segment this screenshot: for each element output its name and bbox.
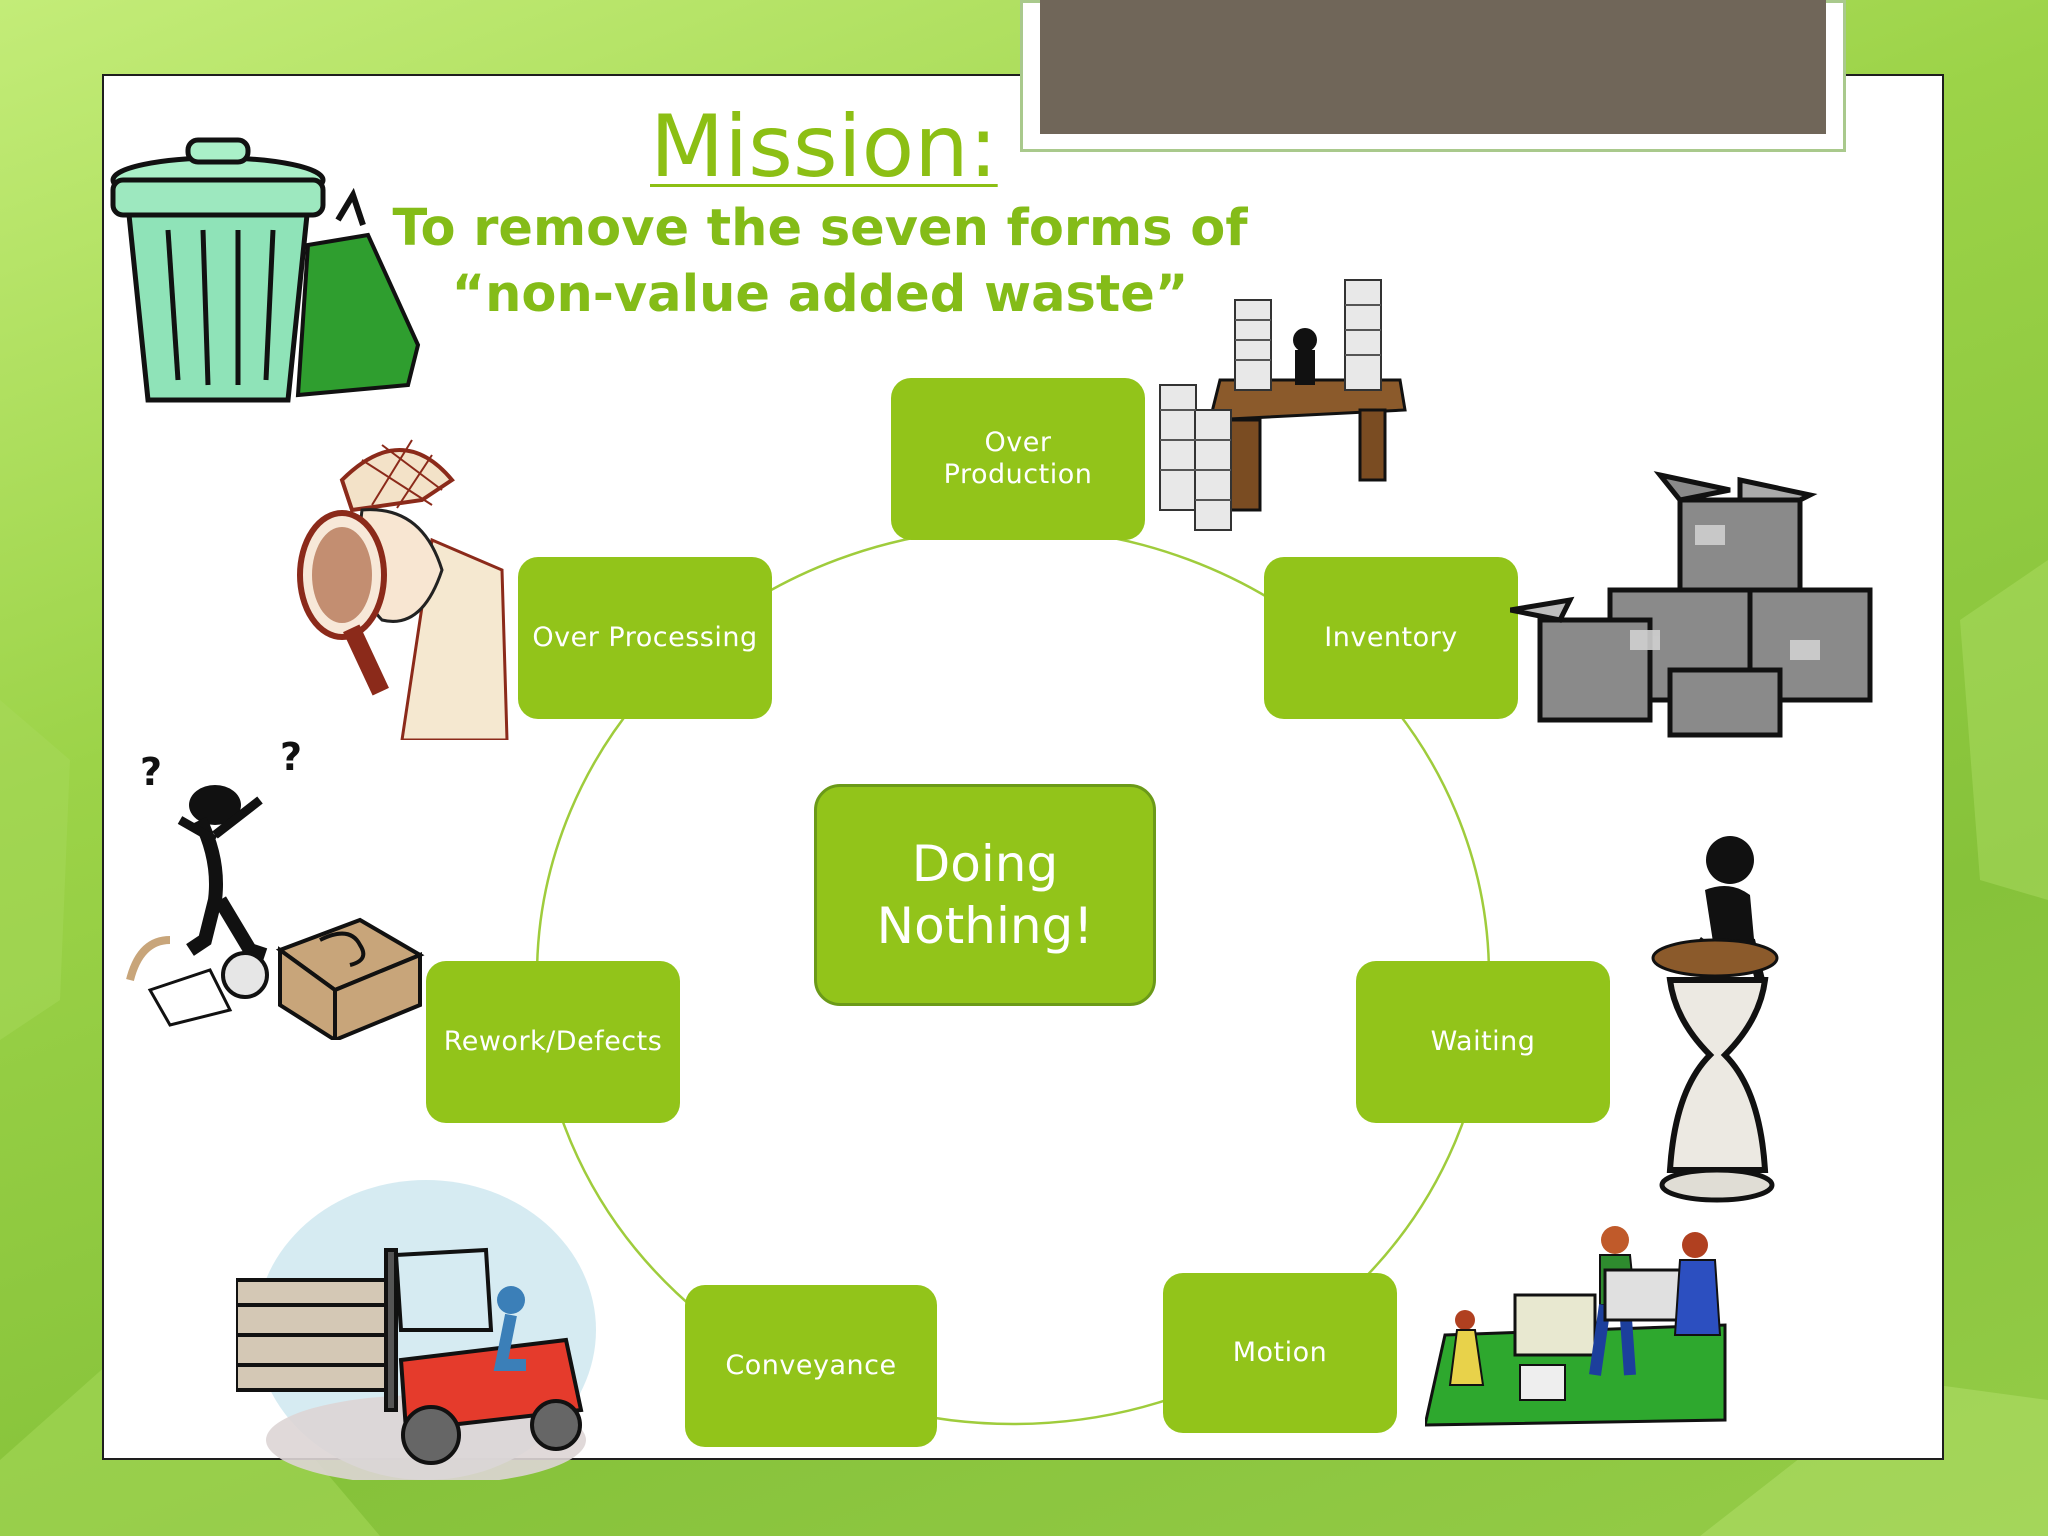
- node-motion: Motion: [1163, 1273, 1397, 1433]
- detective-magnifier-icon: [297, 439, 509, 740]
- movers-scene: [1425, 1226, 1727, 1427]
- subtitle-line-1: To remove the seven forms of: [392, 199, 1248, 258]
- svg-text:?: ?: [140, 750, 162, 794]
- trash-can-icon: [110, 137, 421, 403]
- center-node-doing-nothing: Doing Nothing!: [814, 784, 1156, 1006]
- paper-stacks-desk-icon: [1159, 279, 1407, 531]
- cardboard-boxes-icon: [1510, 471, 1873, 738]
- svg-text:?: ?: [280, 740, 302, 779]
- node-rework-defects: Rework/Defects: [426, 961, 680, 1123]
- node-over-production: Over Production: [891, 378, 1145, 540]
- page-title: Mission:: [650, 97, 998, 197]
- node-inventory: Inventory: [1264, 557, 1518, 719]
- title-bar: [1040, 0, 1826, 134]
- subtitle-line-2: “non-value added waste”: [451, 265, 1189, 324]
- node-waiting: Waiting: [1356, 961, 1610, 1123]
- node-conveyance: Conveyance: [685, 1285, 937, 1447]
- confused-figure-icon: ? ?: [126, 740, 425, 1040]
- hourglass-waiting-icon: [1651, 836, 1779, 1203]
- mission-subtitle: To remove the seven forms of “non-value …: [390, 196, 1250, 328]
- node-over-processing: Over Processing: [518, 557, 772, 719]
- forklift-icon: [236, 1180, 596, 1480]
